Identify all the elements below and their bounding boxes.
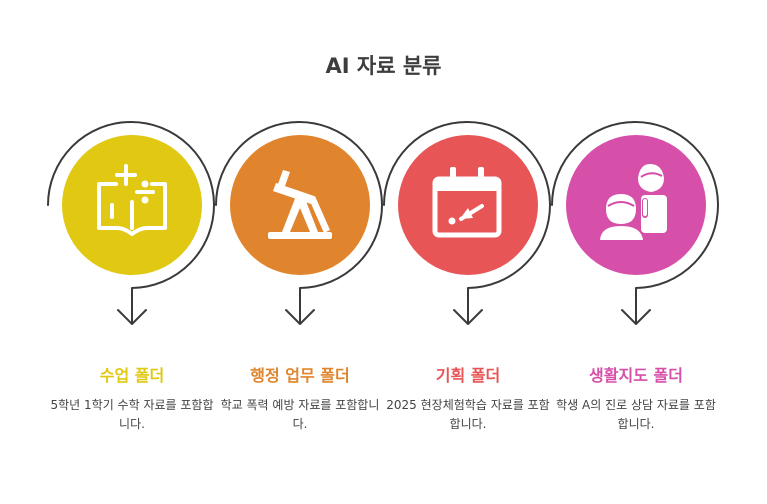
folder-label-2: 행정 업무 폴더 — [250, 366, 350, 385]
folder-circle-3 — [398, 135, 538, 275]
arrow-head-2 — [285, 309, 315, 325]
ring-4 — [551, 121, 719, 323]
folder-description-4: 학생 A의 진로 상담 자료를 포함합니다. — [556, 398, 716, 431]
book-math-icon — [97, 164, 167, 236]
arrow-head-3 — [453, 309, 483, 325]
counseling-icon — [600, 164, 667, 240]
arrow-head-1 — [117, 309, 147, 325]
folder-label-1: 수업 폴더 — [99, 366, 165, 385]
folder-description-1: 5학년 1학기 수학 자료를 포함합니다. — [50, 398, 214, 431]
pump-jack-icon — [268, 170, 332, 239]
arrow-head-4 — [621, 309, 651, 325]
folder-label-3: 기획 폴더 — [435, 366, 501, 385]
folder-label-4: 생활지도 폴더 — [589, 366, 683, 385]
folder-description-2: 학교 폭력 예방 자료를 포함합니다. — [220, 398, 380, 431]
calendar-icon — [432, 167, 502, 238]
folder-circle-4 — [566, 135, 706, 275]
ring-2 — [215, 121, 383, 323]
diagram-title: AI 자료 분류 — [325, 54, 442, 78]
ring-3 — [383, 121, 551, 323]
ring-1 — [47, 121, 215, 323]
folder-description-3: 2025 현장체험학습 자료를 포함합니다. — [386, 398, 550, 431]
